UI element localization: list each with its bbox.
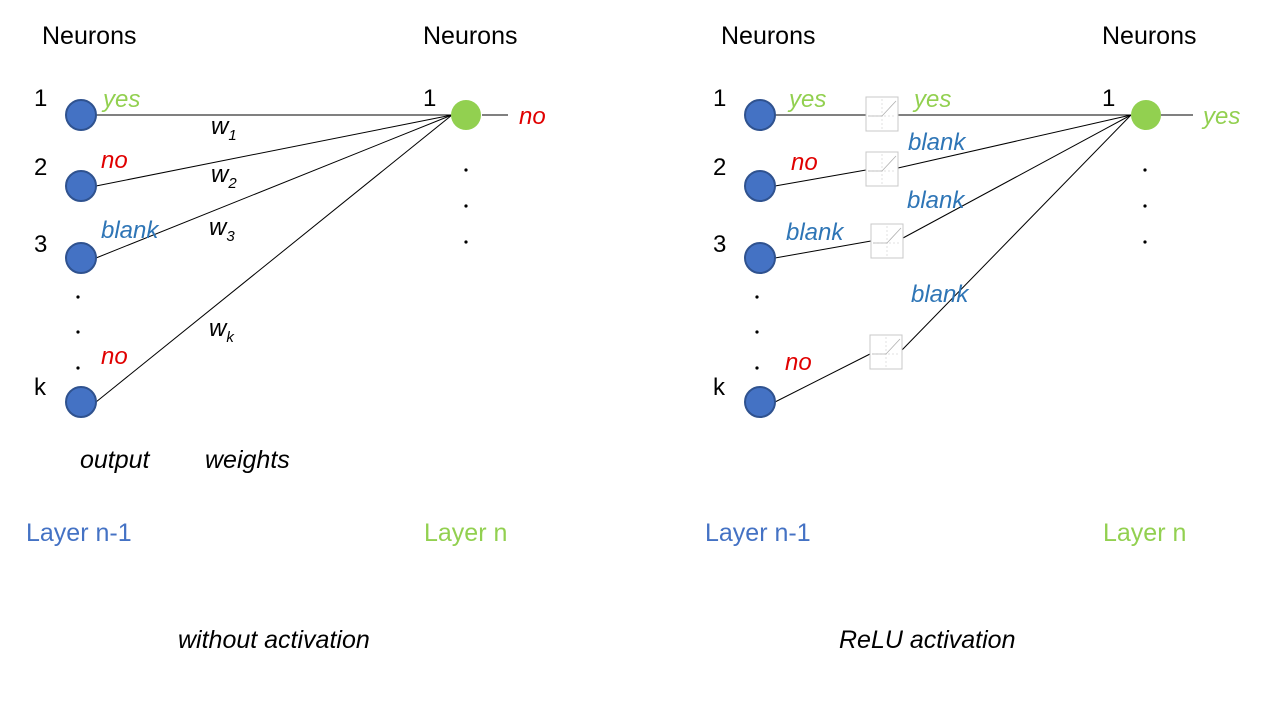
right-output-1: yes (787, 86, 826, 113)
left-header-next-layer: Neurons (423, 22, 518, 50)
relu-plot-k (869, 334, 903, 370)
right-edge-out-k (901, 114, 1132, 351)
right-activated-k: blank (911, 281, 970, 308)
left-next-ellipsis-dot (464, 204, 468, 208)
weight-base: w (209, 315, 228, 342)
right-ellipsis-dot (755, 366, 759, 370)
left-output-k: no (101, 343, 128, 370)
left-neuron-3 (65, 242, 97, 274)
left-ellipsis-dot (76, 366, 80, 370)
right-activated-2: blank (908, 129, 967, 156)
right-activated-1: yes (912, 86, 951, 113)
weight-base: w (211, 113, 230, 140)
right-neuron-1 (744, 99, 776, 131)
left-weight-k: wk (209, 315, 235, 346)
left-weight-3: w3 (209, 214, 235, 245)
right-layer-next-label: Layer n (1103, 519, 1186, 547)
right-ellipsis-dot (755, 330, 759, 334)
relu-plot-2 (865, 151, 899, 187)
left-weight-2: w2 (211, 161, 237, 192)
left-index-1: 1 (34, 85, 47, 112)
left-output-1: yes (101, 86, 140, 113)
relu-plot-curve (873, 227, 902, 244)
left-ellipsis-dot (76, 295, 80, 299)
right-output-3: blank (786, 219, 845, 246)
weight-subscript: 1 (228, 127, 236, 144)
left-neuron-k (65, 386, 97, 418)
left-next-index-1: 1 (423, 85, 436, 112)
left-next-ellipsis-dot (464, 240, 468, 244)
right-next-ellipsis-dot (1143, 204, 1147, 208)
right-neuron-k (744, 386, 776, 418)
weight-base: w (209, 214, 228, 241)
left-ellipsis-dot (76, 330, 80, 334)
right-next-output: yes (1201, 103, 1240, 130)
relu-plot-frame (865, 151, 899, 187)
relu-plot-curve (868, 155, 897, 172)
left-layer-next-label: Layer n (424, 519, 507, 547)
right-output-2: no (791, 149, 818, 176)
weight-base: w (211, 161, 230, 188)
left-layer-prev-label: Layer n-1 (26, 519, 132, 547)
right-index-1: 1 (713, 85, 726, 112)
relu-plot-curve (868, 100, 897, 117)
right-activated-3: blank (907, 187, 966, 214)
right-index-3: 3 (713, 231, 726, 258)
right-index-k: k (713, 374, 726, 401)
right-next-ellipsis-dot (1143, 240, 1147, 244)
right-next-ellipsis-dot (1143, 168, 1147, 172)
relu-plot-frame (869, 334, 903, 370)
left-neuron-1 (65, 99, 97, 131)
right-panel-caption: ReLU activation (839, 626, 1015, 654)
right-output-k: no (785, 349, 812, 376)
weight-subscript: k (226, 329, 235, 346)
left-index-2: 2 (34, 154, 47, 181)
left-weight-1: w1 (211, 113, 237, 144)
right-layer-prev-label: Layer n-1 (705, 519, 811, 547)
right-edge-out-2 (897, 114, 1132, 169)
right-neuron-3 (744, 242, 776, 274)
left-next-output: no (519, 103, 546, 130)
right-edge-in-3 (774, 240, 872, 259)
left-edge-k (95, 114, 453, 403)
right-edge-out-3 (902, 114, 1132, 239)
relu-plot-frame (865, 96, 899, 132)
right-edge-in-2 (774, 169, 867, 187)
weight-subscript: 3 (226, 228, 235, 245)
right-header-next-layer: Neurons (1102, 22, 1197, 50)
right-edge-in-k (774, 353, 871, 403)
left-next-ellipsis-dot (464, 168, 468, 172)
left-panel: Neurons Neurons 1 2 3 k 1 yes no blank n… (26, 22, 546, 654)
left-panel-caption: without activation (178, 626, 370, 654)
right-index-2: 2 (713, 154, 726, 181)
left-index-k: k (34, 374, 47, 401)
left-output-caption: output (80, 446, 151, 474)
relu-plot-frame (870, 223, 904, 259)
left-edge-2 (95, 114, 453, 187)
relu-plot-curve (872, 338, 901, 355)
right-next-index-1: 1 (1102, 85, 1115, 112)
left-index-3: 3 (34, 231, 47, 258)
left-next-neuron-1 (451, 100, 481, 130)
left-output-2: no (101, 147, 128, 174)
right-panel: Neurons Neurons (705, 22, 1240, 654)
left-output-3: blank (101, 217, 160, 244)
right-next-neuron-1 (1131, 100, 1161, 130)
left-neuron-2 (65, 170, 97, 202)
weight-subscript: 2 (227, 175, 237, 192)
relu-plot-1 (865, 96, 899, 132)
right-header-prev-layer: Neurons (721, 22, 816, 50)
relu-plot-3 (870, 223, 904, 259)
left-edge-3 (95, 114, 453, 259)
right-neuron-2 (744, 170, 776, 202)
left-header-prev-layer: Neurons (42, 22, 137, 50)
right-ellipsis-dot (755, 295, 759, 299)
left-weights-caption: weights (205, 446, 290, 474)
